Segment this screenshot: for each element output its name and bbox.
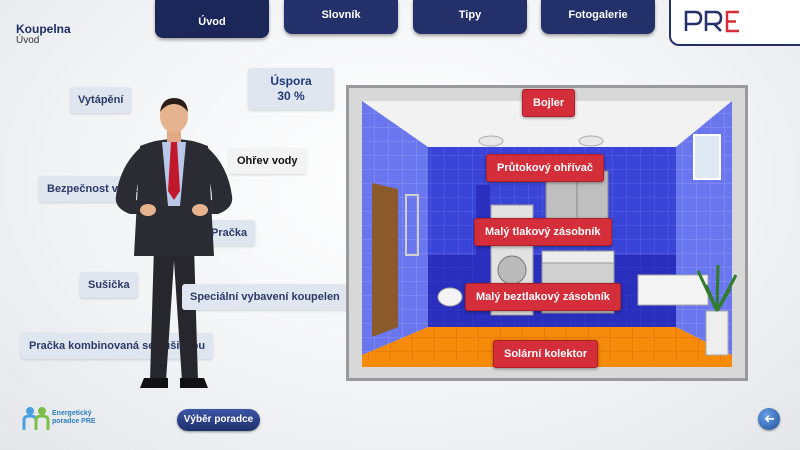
page-subtitle: Úvod (16, 35, 40, 46)
advisor-line2: poradce PRE (52, 418, 96, 425)
saving-badge: Úspora 30 % (248, 68, 334, 110)
select-advisor-button[interactable]: Výběr poradce (177, 409, 260, 431)
pre-logo (669, 0, 800, 46)
topic-ohrev-vody[interactable]: Ohřev vody (229, 148, 306, 174)
tab-uvod[interactable]: Úvod (155, 0, 269, 38)
saving-value: 30 % (277, 89, 305, 103)
energy-advisor-logo-icon (22, 407, 50, 430)
advisor-line1: Energetický (52, 410, 92, 417)
advisor-figure (115, 98, 233, 388)
topic-specialni-vybaveni[interactable]: Speciální vybavení koupelen (182, 284, 348, 310)
back-button[interactable]: ➜ (758, 408, 780, 430)
topic-vytapeni[interactable]: Vytápění (70, 87, 132, 113)
hotspot-bojler[interactable]: Bojler (522, 89, 576, 117)
hotspot-prutokovy-ohrivac[interactable]: Průtokový ohřívač (486, 154, 604, 182)
tab-slovnik[interactable]: Slovník (284, 0, 398, 34)
energy-advisor-label: Energetický poradce PRE (52, 410, 96, 426)
hotspot-solarni-kolektor[interactable]: Solární kolektor (493, 340, 599, 368)
pre-logo-mark (684, 10, 739, 33)
topic-susicka[interactable]: Sušička (80, 272, 138, 298)
hotspot-maly-beztlakovy-zasobnik[interactable]: Malý beztlakový zásobník (465, 283, 621, 311)
saving-label: Úspora (270, 74, 312, 88)
tab-fotogalerie[interactable]: Fotogalerie (541, 0, 655, 34)
page-title: Koupelna (16, 22, 71, 36)
tab-tipy[interactable]: Tipy (413, 0, 527, 34)
back-arrow-icon: ➜ (763, 411, 775, 426)
hotspot-maly-tlakovy-zasobnik[interactable]: Malý tlakový zásobník (474, 218, 612, 246)
